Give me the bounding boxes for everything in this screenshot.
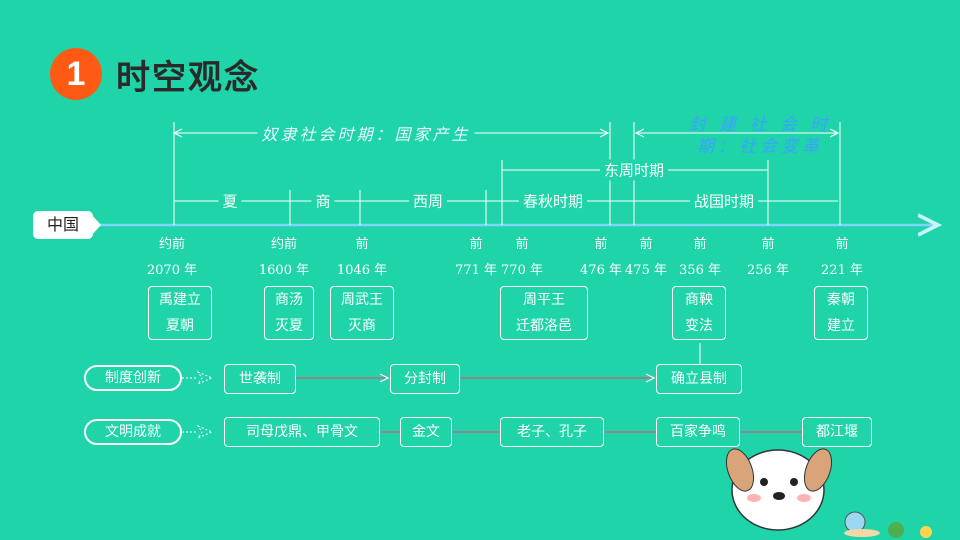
flower-illustration (888, 522, 932, 538)
system-item: 分封制 (390, 364, 460, 394)
event-box: 秦朝建立 (814, 286, 868, 340)
country-label: 中国 (33, 211, 93, 239)
page-title: 时空观念 (116, 58, 260, 98)
event-box: 商汤灭夏 (264, 286, 314, 340)
civilization-item: 老子、孔子 (500, 417, 604, 447)
event-box: 商鞅变法 (672, 286, 726, 340)
system-item: 世袭制 (224, 364, 296, 394)
section-number-badge: 1 (50, 48, 102, 100)
civilization-item: 金文 (400, 417, 452, 447)
civilization-achievement-label: 文明成就 (84, 419, 182, 445)
feudal-society-label-line1: 封 建 社 会 时 (688, 115, 832, 135)
eastern-zhou-label: 东周时期 (599, 159, 669, 181)
puppy-illustration (725, 448, 833, 531)
slave-society-label: 奴隶社会时期：国家产生 (257, 121, 475, 145)
feudal-society-label-line2: 期：社会变革 (697, 137, 823, 157)
event-box: 周平王迁都洛邑 (500, 286, 588, 340)
civilization-item: 百家争鸣 (656, 417, 740, 447)
western-zhou-label: 西周 (408, 190, 448, 212)
warring-states-label: 战国时期 (689, 190, 759, 212)
event-box: 禹建立夏朝 (148, 286, 212, 340)
country-label-pointer (91, 214, 101, 236)
civilization-item: 司母戊鼎、甲骨文 (224, 417, 380, 447)
civilization-item: 都江堰 (802, 417, 872, 447)
feudal-society-label: 封 建 社 会 时 期：社会变革 (685, 114, 836, 158)
shang-label: 商 (311, 190, 335, 212)
event-box: 周武王灭商 (330, 286, 394, 340)
snail-illustration (844, 511, 880, 537)
xia-label: 夏 (218, 190, 242, 212)
system-innovation-label: 制度创新 (84, 365, 182, 391)
spring-autumn-label: 春秋时期 (518, 190, 588, 212)
system-item: 确立县制 (656, 364, 742, 394)
